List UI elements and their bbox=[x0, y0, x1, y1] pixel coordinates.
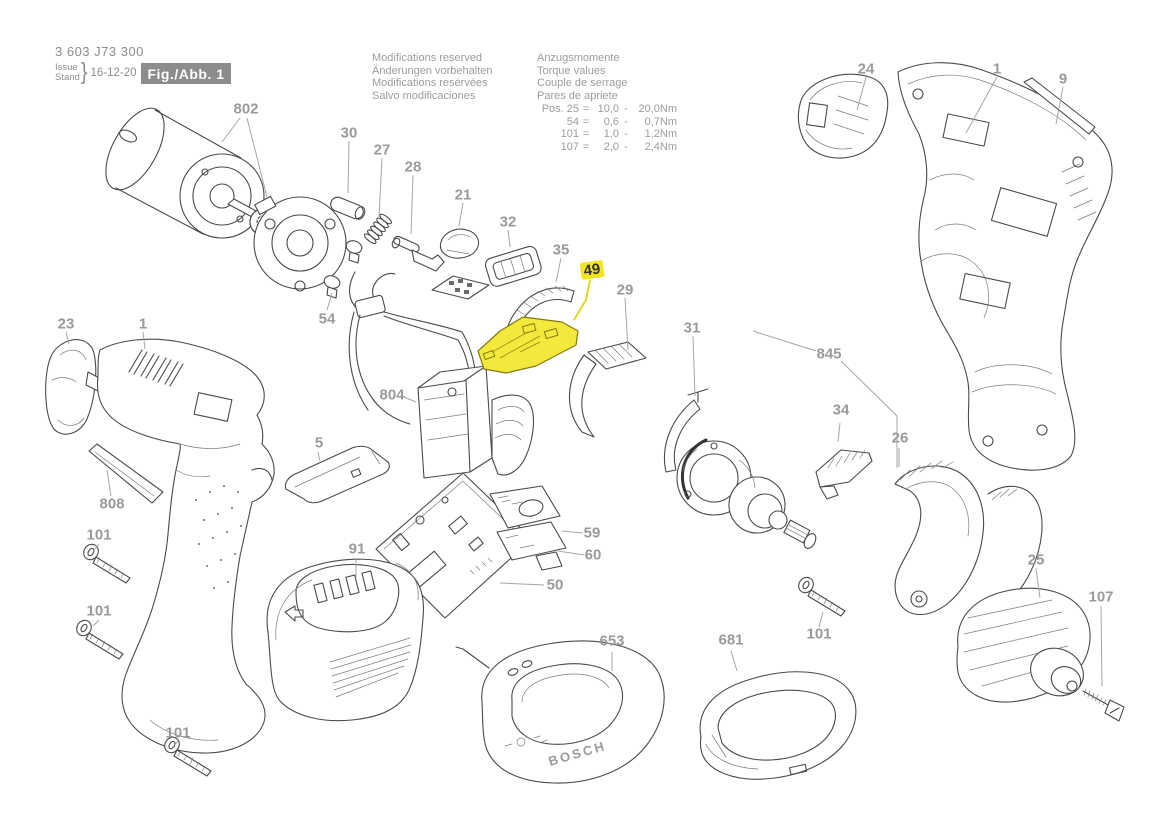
leader-line-49 bbox=[573, 279, 591, 321]
part-label-32-5: 32 bbox=[499, 213, 517, 231]
clutch-shells-26 bbox=[894, 460, 1043, 616]
part-label-804-21: 804 bbox=[379, 386, 405, 404]
product-number: 3 603 J73 300 bbox=[55, 44, 144, 59]
screw-101 bbox=[83, 543, 131, 584]
torque-heading-0: Anzugsmomente bbox=[537, 52, 620, 64]
part-label-29-8: 29 bbox=[616, 281, 634, 299]
part-label-27-2: 27 bbox=[373, 141, 391, 159]
gear-plate-assembly bbox=[253, 195, 347, 292]
part-label-59-23: 59 bbox=[583, 524, 601, 542]
issue-date: 16-12-20 bbox=[90, 66, 137, 79]
part-label-1-15: 1 bbox=[138, 315, 148, 333]
part-label-35-6: 35 bbox=[552, 241, 570, 259]
leader-lines bbox=[65, 76, 1103, 746]
belt-clip bbox=[797, 73, 889, 159]
part-label-101-31: 101 bbox=[806, 625, 832, 643]
torque-heading-3: Pares de apriete bbox=[537, 89, 618, 102]
switch-module-804 bbox=[417, 365, 535, 479]
cap-21 bbox=[439, 228, 480, 259]
part-label-808-16: 808 bbox=[99, 495, 125, 513]
torque-row-2: 101=1,0-1,2Nm bbox=[560, 128, 677, 140]
part-label-49-7: 49 bbox=[579, 260, 605, 280]
chuck bbox=[956, 587, 1091, 703]
part-label-653-26: 653 bbox=[599, 632, 625, 650]
stand-label: Stand bbox=[55, 71, 80, 83]
grip-plate-5 bbox=[284, 445, 390, 504]
right-housing-half bbox=[897, 62, 1113, 471]
part-label-91-22: 91 bbox=[348, 540, 366, 558]
part-label-101-18: 101 bbox=[86, 602, 112, 620]
part-label-101-17: 101 bbox=[86, 526, 112, 544]
torque-heading-1: Torque values bbox=[537, 64, 606, 77]
pin-28 bbox=[391, 235, 445, 272]
part-label-9-12: 9 bbox=[1058, 70, 1068, 88]
part-label-681-27: 681 bbox=[718, 631, 744, 649]
part-label-54-13: 54 bbox=[318, 310, 336, 328]
part-label-23-14: 23 bbox=[57, 315, 75, 333]
modifications-line-3: Salvo modificaciones bbox=[372, 89, 476, 102]
part-label-26-30: 26 bbox=[891, 429, 909, 447]
grip-strip-808 bbox=[88, 443, 164, 504]
part-label-31-9: 31 bbox=[683, 319, 701, 337]
brace-glyph: } bbox=[80, 59, 88, 85]
part-label-28-3: 28 bbox=[404, 158, 422, 176]
selector-34 bbox=[815, 449, 873, 500]
issue-label: Issue bbox=[55, 61, 78, 73]
left-housing-half bbox=[96, 338, 275, 754]
wire-clip-31 bbox=[663, 388, 709, 473]
battery-pack bbox=[266, 558, 425, 722]
charger: BOSCH bbox=[455, 640, 665, 784]
part-label-101-19: 101 bbox=[165, 724, 191, 742]
torque-row-0: Pos. 25=10,0-20,0Nm bbox=[541, 103, 677, 115]
figure-label-box: Fig./Abb. 1 bbox=[141, 63, 231, 84]
part-label-60-24: 60 bbox=[584, 546, 602, 564]
charger-indicator-icons bbox=[504, 735, 548, 747]
motor bbox=[105, 107, 277, 239]
torque-row-1: 54=0,6-0,7Nm bbox=[566, 115, 677, 128]
switch-parts-59-60 bbox=[489, 485, 567, 571]
part-label-34-29: 34 bbox=[832, 401, 850, 419]
battery-cover-681 bbox=[699, 671, 857, 780]
modifications-line-1: Änderungen vorbehalten bbox=[372, 64, 493, 77]
slider-32 bbox=[484, 245, 542, 287]
torque-row-3: 107=2,0-2,4Nm bbox=[560, 140, 677, 153]
part-label-50-25: 50 bbox=[546, 576, 564, 594]
torque-heading-2: Couple de serrage bbox=[537, 77, 628, 89]
part-label-5-20: 5 bbox=[314, 434, 324, 452]
part-label-21-4: 21 bbox=[454, 186, 472, 204]
part-label-107-33: 107 bbox=[1088, 588, 1114, 606]
issue-stand-row: Issue Stand } 16-12-20 bbox=[55, 59, 137, 85]
part-label-845-28: 845 bbox=[816, 345, 842, 363]
modifications-line-0: Modifications reserved bbox=[372, 52, 483, 64]
belt-hook-29 bbox=[568, 341, 647, 438]
part-label-1-11: 1 bbox=[992, 60, 1002, 78]
modifications-line-2: Modifications resérvées bbox=[372, 77, 488, 89]
spring-27 bbox=[363, 213, 392, 244]
part-label-30-1: 30 bbox=[340, 124, 358, 142]
screw-107 bbox=[1082, 688, 1125, 722]
post-30 bbox=[330, 196, 366, 220]
part-label-24-10: 24 bbox=[857, 60, 875, 78]
end-cap-23 bbox=[45, 339, 104, 435]
gearbox-assembly bbox=[676, 438, 817, 549]
rivets-54 bbox=[323, 240, 363, 299]
part-label-802-0: 802 bbox=[233, 100, 259, 118]
part-label-25-32: 25 bbox=[1027, 551, 1045, 569]
electronics-module-49-highlighted bbox=[477, 316, 579, 374]
contact-plate bbox=[431, 275, 490, 300]
